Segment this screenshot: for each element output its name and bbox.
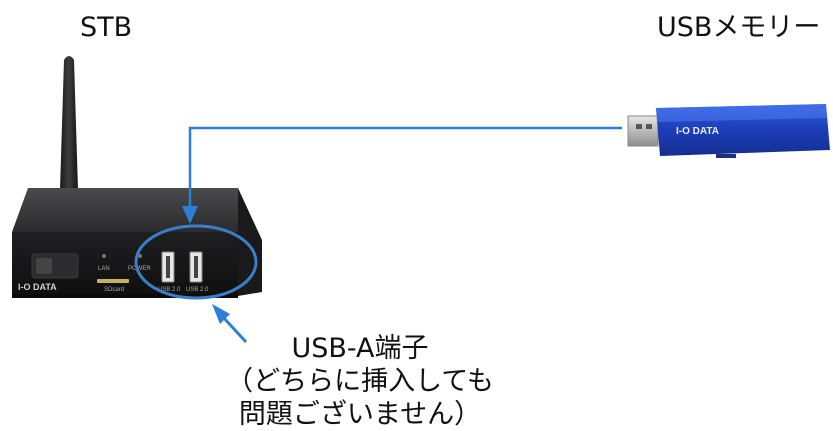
usb-memory-label: USBメモリー	[657, 12, 821, 43]
port-label-sdcard: SDcard	[104, 287, 124, 293]
port-label-usb-2: USB 2.0	[186, 287, 209, 293]
usb-port-callout: USB-A端子 （どちらに挿入しても 問題ございません）	[180, 332, 540, 431]
callout-line-3: 問題ございません）	[238, 399, 482, 430]
connector-arrowhead	[182, 206, 198, 224]
connector-line	[188, 126, 622, 208]
callout-line-1: USB-A端子	[291, 333, 429, 364]
usb-stick-brand-text: I-O DATA	[676, 126, 719, 137]
port-label-lan: LAN	[98, 266, 110, 272]
antenna	[60, 56, 78, 190]
port-label-power: POWER	[128, 266, 151, 272]
usb-port-highlight-ring	[134, 224, 258, 300]
callout-pointer-line	[220, 314, 248, 344]
stb-device	[12, 188, 262, 298]
stb-brand-text: I-O DATA	[18, 282, 57, 292]
usb-memory-stick	[627, 104, 830, 158]
callout-pointer-arrowhead	[212, 304, 230, 324]
port-label-usb-1: USB 2.0	[158, 287, 181, 293]
stb-label: STB	[80, 12, 133, 43]
callout-line-2: （どちらに挿入しても	[226, 366, 494, 397]
